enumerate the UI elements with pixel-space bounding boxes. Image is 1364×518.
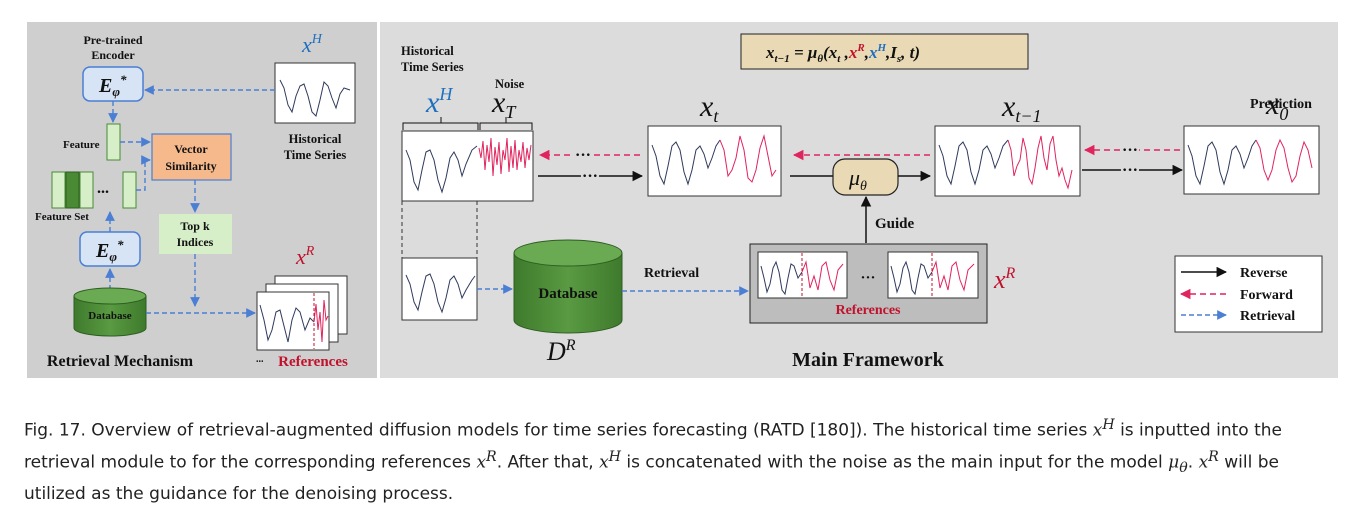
brace-history (402, 117, 479, 130)
svg-text:Indices: Indices (177, 235, 214, 249)
xr-label-main: xR (993, 265, 1016, 294)
ellipsis-reverse-3: ··· (1122, 162, 1138, 179)
svg-text:Top k: Top k (180, 219, 210, 233)
pretrained-encoder-top: Eφ* (82, 66, 144, 102)
legend: Reverse Forward Retrieval (1174, 255, 1323, 333)
query-series-box (401, 257, 478, 321)
reference-stack: ... (256, 275, 348, 365)
xt1-series-box (934, 125, 1081, 197)
svg-text:Vector: Vector (174, 142, 208, 156)
mu-theta-node: μθ (832, 158, 899, 196)
retrieval-label-main: Retrieval (644, 266, 699, 281)
encoder-label-2: Encoder (91, 48, 135, 62)
legend-forward-label: Forward (1240, 288, 1293, 303)
input-series-box (401, 130, 534, 202)
ellipsis-forward-3: ··· (1122, 142, 1138, 159)
references-label-left: References (278, 354, 348, 370)
xT-label: xT (491, 86, 517, 122)
historical-label-main: Historical (401, 44, 454, 58)
feature-vector (106, 123, 121, 161)
svg-text:···: ··· (860, 270, 875, 286)
svg-text:...: ... (256, 354, 264, 365)
feature-set: ... (51, 171, 137, 209)
ellipsis-forward-1: ··· (575, 147, 591, 164)
prediction-label: Prediction (1250, 97, 1312, 112)
legend-reverse-label: Reverse (1240, 266, 1287, 281)
brace-noise (479, 117, 533, 130)
xt1-label: xt−1 (1001, 90, 1041, 126)
svg-text:Database: Database (88, 310, 132, 322)
historical-label-main-2: Time Series (401, 60, 464, 74)
x0-label: x0 (1265, 88, 1288, 124)
dr-label: DR (546, 337, 576, 366)
svg-text:...: ... (97, 180, 109, 197)
main-framework-title: Main Framework (792, 349, 945, 371)
svg-text:Eφ*: Eφ* (95, 237, 124, 264)
vector-similarity-box: Vector Similarity (151, 133, 232, 181)
historical-label-left: Historical (289, 132, 342, 146)
noise-label: Noise (495, 77, 525, 91)
xt-label: xt (699, 90, 719, 126)
xh-label-main: xH (425, 84, 453, 119)
database-cylinder-main: Database (513, 239, 623, 334)
guide-label: Guide (875, 216, 915, 232)
xr-label-left: xR (295, 244, 315, 269)
svg-text:μθ: μθ (848, 165, 867, 194)
feature-set-label: Feature Set (35, 211, 89, 223)
legend-retrieval-label: Retrieval (1240, 309, 1295, 324)
x0-series-box (1183, 125, 1320, 195)
xt-series-box (647, 125, 782, 197)
svg-text:Database: Database (538, 286, 598, 302)
pretrained-encoder-bottom: Eφ* (79, 231, 141, 267)
xh-label-left: xH (301, 32, 323, 57)
references-box-main: ··· References (749, 243, 988, 324)
figure-caption: Fig. 17. Overview of retrieval-augmented… (24, 417, 1282, 504)
svg-text:xt−1 = μθ(xt ,xR,xH,Is, t): xt−1 = μθ(xt ,xR,xH,Is, t) (765, 42, 920, 65)
svg-text:Similarity: Similarity (165, 159, 216, 173)
ellipsis-reverse-1: ··· (582, 168, 598, 185)
topk-indices-box: Top k Indices (159, 214, 232, 254)
historical-label-left-2: Time Series (284, 148, 347, 162)
feature-label: Feature (63, 139, 100, 151)
svg-text:References: References (835, 303, 901, 318)
encoder-label: Pre-trained (83, 33, 142, 47)
svg-text:Eφ*: Eφ* (98, 72, 127, 99)
database-cylinder-left: Database (73, 287, 147, 337)
historical-series-thumb (274, 62, 356, 124)
retrieval-mechanism-title: Retrieval Mechanism (47, 353, 194, 370)
diagram: Pre-trained Encoder Eφ* xH Historical Ti… (27, 22, 1338, 378)
equation-box: xt−1 = μθ(xt ,xR,xH,Is, t) (740, 33, 1029, 70)
arrow-featureset-to-similarity (136, 155, 151, 191)
